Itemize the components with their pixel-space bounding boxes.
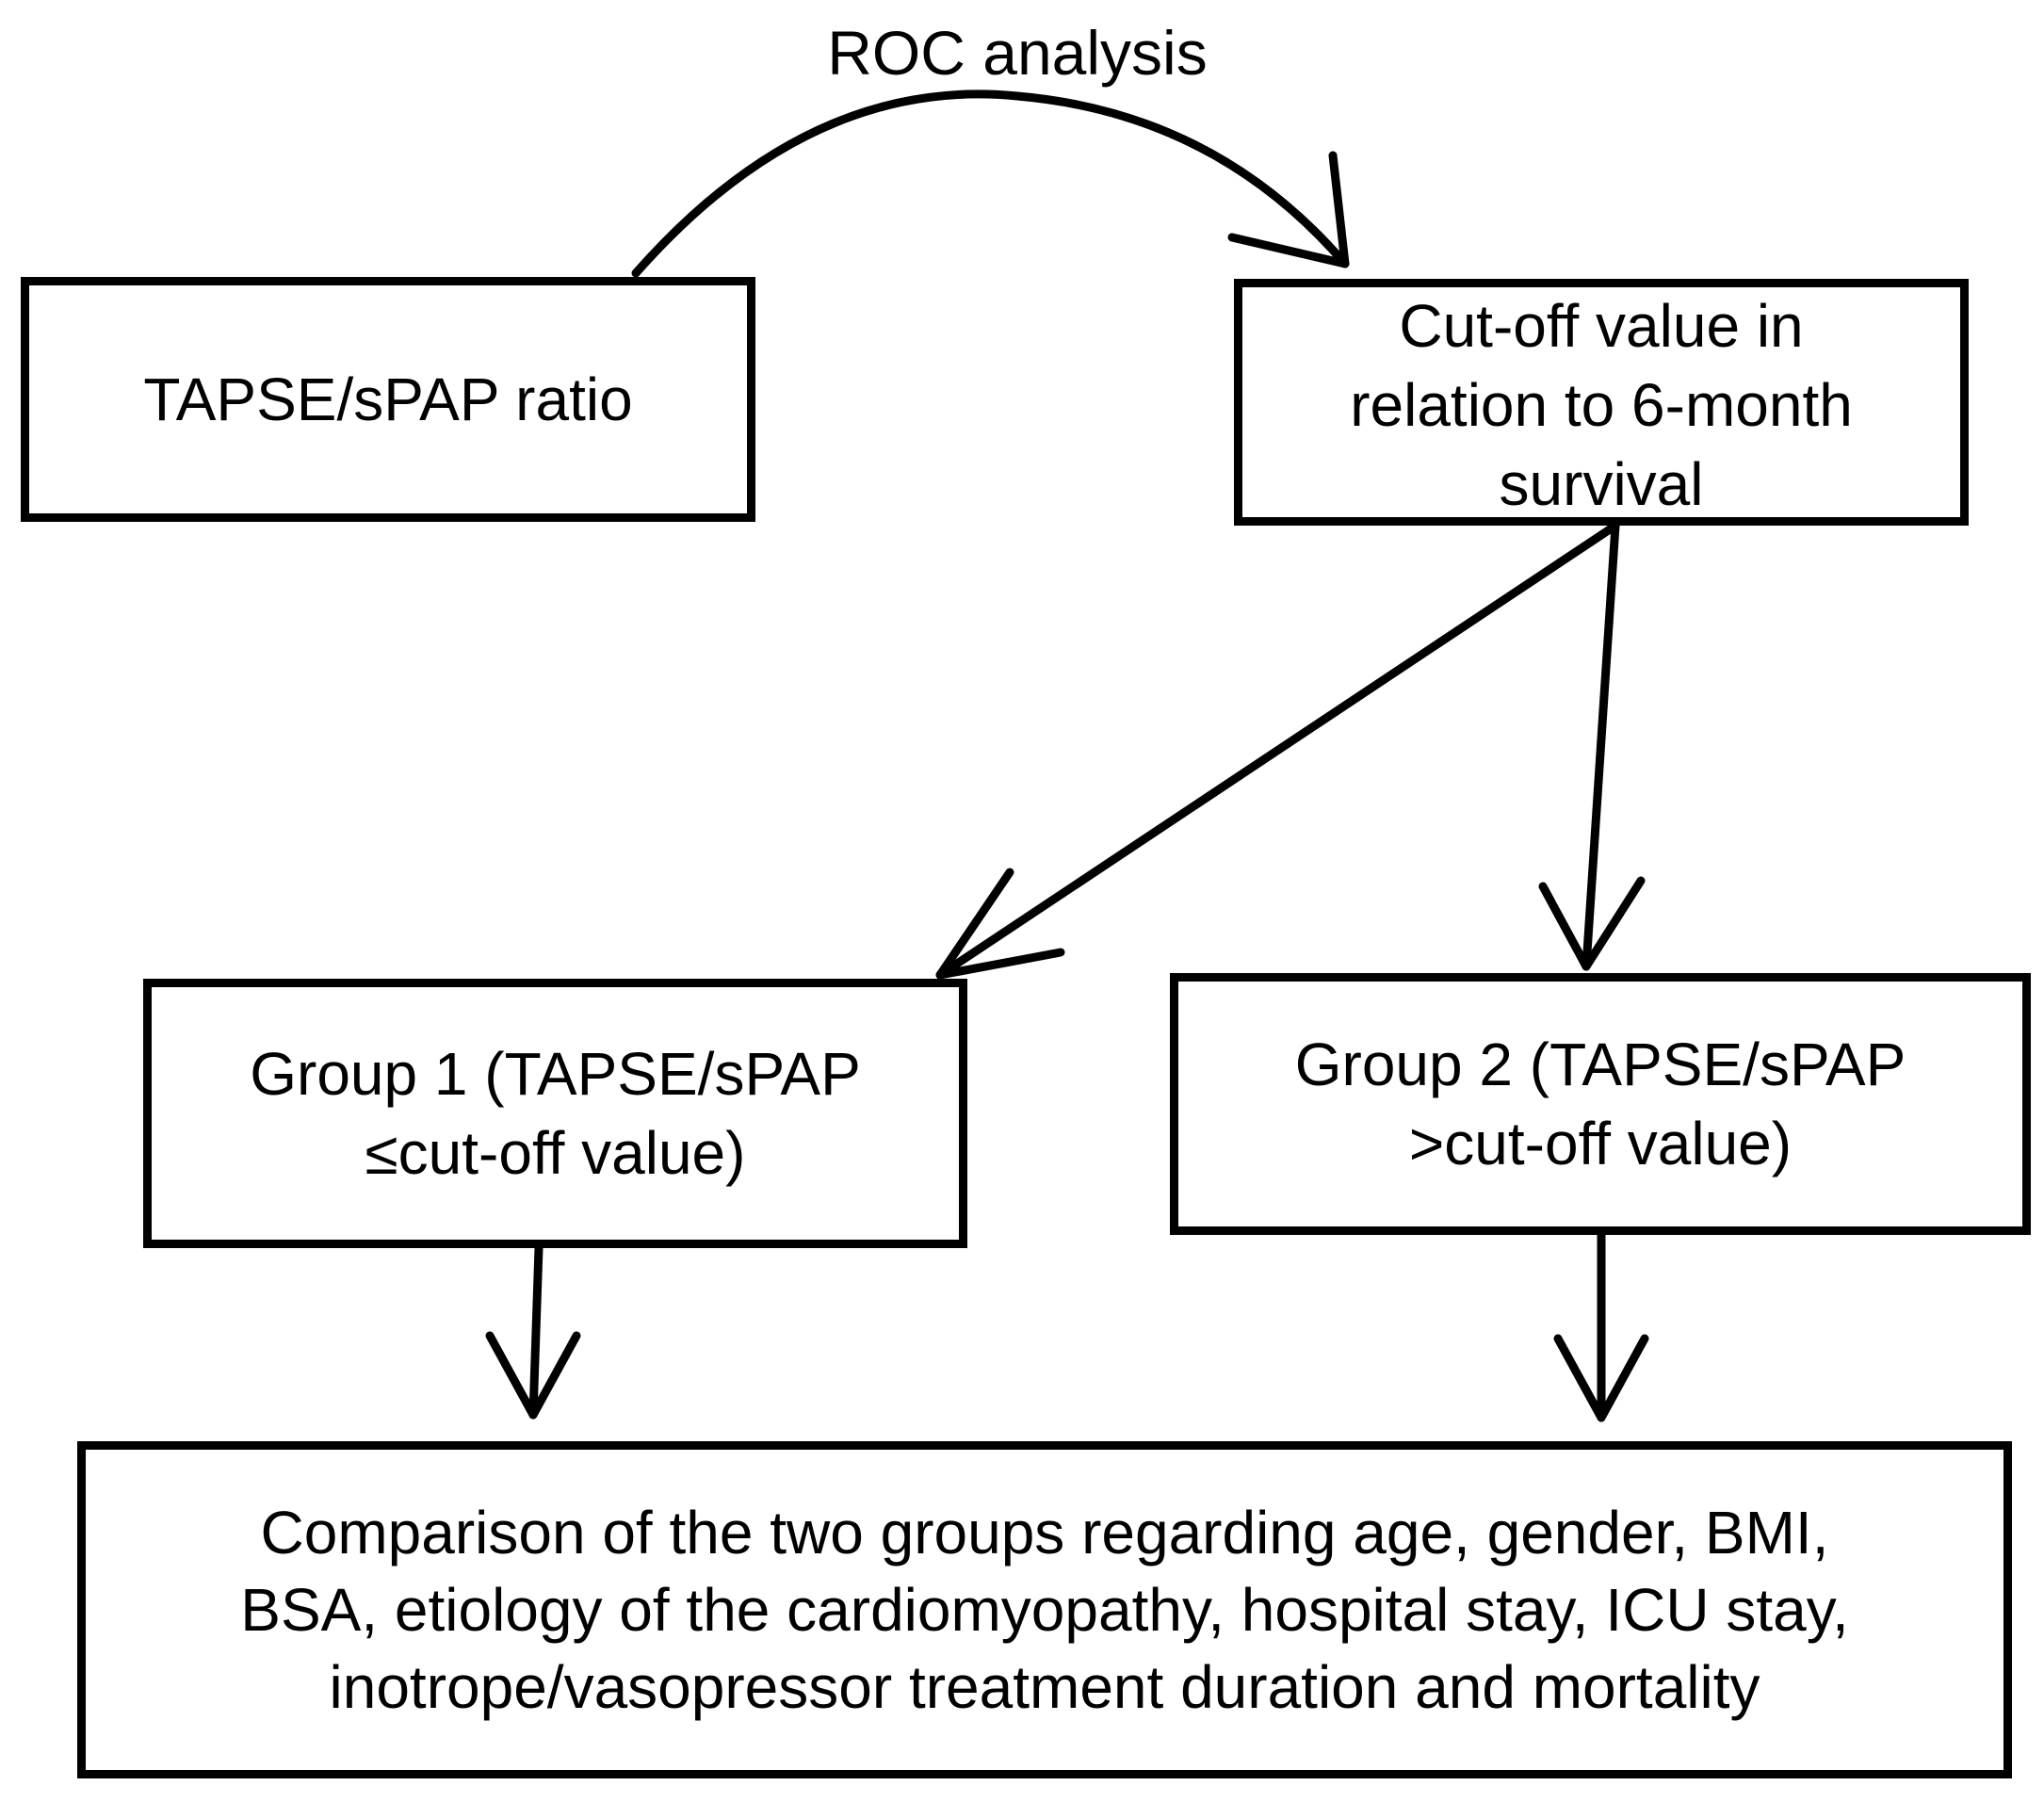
arrow-cutoff-to-group1 <box>935 521 1620 980</box>
arrowhead-group2 <box>1538 876 1646 971</box>
cutoff-value-box: Cut-off value in relation to 6-month sur… <box>1234 279 1969 526</box>
arrow-group1-to-comparison <box>528 1243 543 1420</box>
roc-arrowhead <box>1227 151 1350 268</box>
group-2-box: Group 2 (TAPSE/sPAP >cut-off value) <box>1170 973 2031 1235</box>
comparison-box: Comparison of the two groups regarding a… <box>77 1441 2012 1778</box>
comparison-label: Comparison of the two groups regarding a… <box>240 1499 1849 1721</box>
cutoff-value-label: Cut-off value in relation to 6-month sur… <box>1350 292 1853 518</box>
tapse-spap-ratio-label: TAPSE/sPAP ratio <box>143 365 633 433</box>
group-1-box: Group 1 (TAPSE/sPAP ≤cut-off value) <box>143 979 967 1248</box>
arrowhead-group2-comparison <box>1553 1334 1649 1422</box>
arrow-cutoff-to-group2 <box>1582 521 1620 971</box>
roc-analysis-arrow <box>631 89 1350 278</box>
arrowhead-group1-comparison <box>485 1331 581 1420</box>
group-2-label: Group 2 (TAPSE/sPAP >cut-off value) <box>1294 1031 1906 1177</box>
tapse-spap-ratio-box: TAPSE/sPAP ratio <box>21 277 755 522</box>
group-1-label: Group 1 (TAPSE/sPAP ≤cut-off value) <box>250 1040 861 1187</box>
roc-analysis-label: ROC analysis <box>827 18 1208 88</box>
arrowhead-group1 <box>935 868 1065 980</box>
